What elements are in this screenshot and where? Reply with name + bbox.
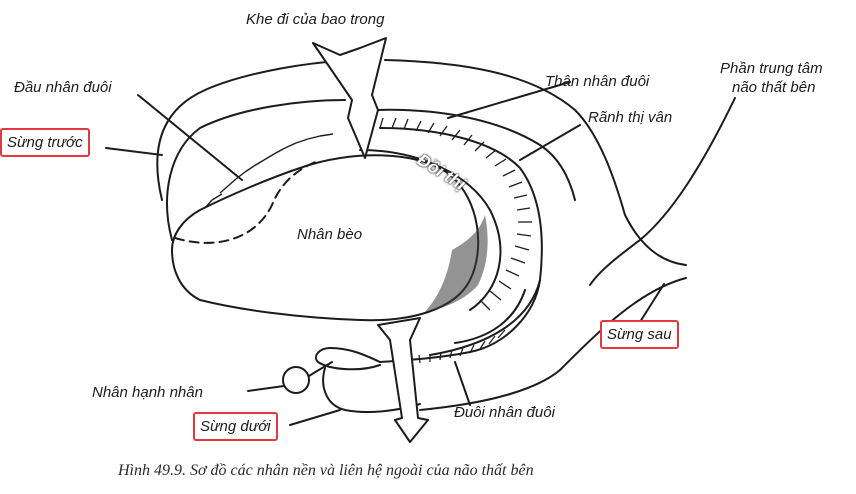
leader-nhan-hanh-nhan — [247, 385, 285, 392]
internal-capsule-arrow-top — [312, 37, 387, 159]
leader-sung-truoc — [105, 147, 163, 156]
ventricle-outer-outline — [156, 59, 687, 266]
label-sung-truoc: Sừng trước — [0, 128, 90, 157]
label-sung-duoi: Sừng dưới — [193, 412, 278, 441]
caudate-head-hatching — [204, 133, 334, 209]
thalamus-outline — [359, 149, 502, 311]
internal-capsule-arrow-bottom — [377, 317, 429, 443]
label-sung-sau: Sừng sau — [600, 320, 679, 349]
leader-than-nhan-duoi — [447, 81, 571, 119]
posterior-horn-lower — [419, 277, 687, 411]
amygdala — [282, 366, 310, 394]
label-duoi-nhan-duoi: Đuôi nhân đuôi — [454, 404, 555, 421]
label-khe-di-cua-bao-trong: Khe đi của bao trong — [246, 11, 385, 28]
label-ranh-thi-van: Rãnh thị vân — [588, 109, 673, 126]
lentiform-dashed-line — [174, 159, 321, 244]
label-nhan-hanh-nhan: Nhân hạnh nhân — [92, 384, 203, 401]
caudate-head-outline — [166, 99, 346, 241]
label-phan-trung-tam-line1: Phần trung tâm — [720, 60, 823, 77]
leader-dau-nhan-duoi — [137, 94, 243, 181]
leader-ranh-thi-van — [519, 124, 581, 161]
figure-caption: Hình 49.9. Sơ đồ các nhân nền và liên hệ… — [118, 462, 534, 479]
caudate-body-inner — [379, 127, 543, 356]
leader-phan-trung-tam — [589, 97, 736, 286]
thalamus-hatching — [379, 117, 532, 311]
leader-sung-sau — [639, 283, 665, 323]
thalamus-shade — [425, 215, 488, 312]
amygdala-stalk — [308, 361, 333, 377]
label-phan-trung-tam-line2: não thất bên — [732, 79, 816, 96]
label-nhan-beo: Nhân bèo — [297, 226, 363, 243]
caudate-tail-inner — [454, 289, 526, 344]
leader-sung-duoi — [289, 409, 341, 426]
caudate-body-arc — [374, 108, 576, 201]
leader-duoi-nhan-duoi — [454, 361, 471, 406]
lentiform-nucleus-outline — [171, 154, 480, 322]
label-than-nhan-duoi: Thân nhân đuôi — [545, 73, 650, 90]
label-dau-nhan-duoi: Đầu nhân đuôi — [14, 79, 112, 96]
